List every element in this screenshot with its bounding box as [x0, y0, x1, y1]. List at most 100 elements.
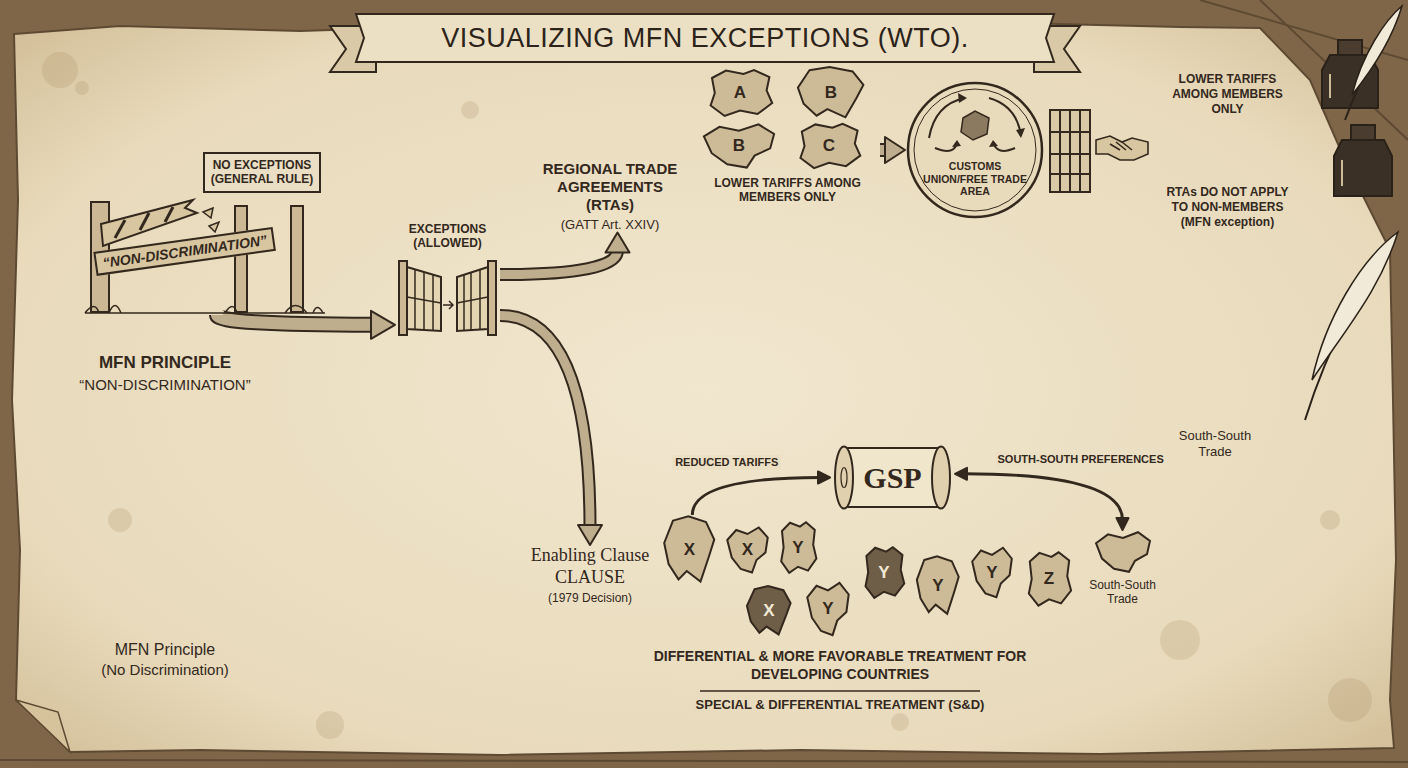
country-outline — [1096, 532, 1150, 572]
arrow-head — [818, 472, 830, 484]
decor-circle — [1320, 510, 1340, 530]
arrow-label: REDUCED TARIFFS — [672, 455, 781, 470]
decor-rect — [291, 206, 303, 312]
decor-path — [1352, 6, 1402, 95]
flow-arrow — [692, 472, 830, 516]
decor-circle — [1328, 678, 1372, 722]
decor-path — [1312, 232, 1398, 380]
decor-path — [929, 98, 965, 138]
decor-rect — [1050, 110, 1090, 192]
country-outline — [727, 528, 768, 573]
decor-g — [1050, 110, 1090, 192]
flow-arrow — [500, 315, 602, 545]
country-letter: Y — [878, 563, 889, 583]
decor-path — [443, 301, 453, 309]
scroll-text: GSP — [863, 461, 921, 495]
country-map: Y — [915, 555, 961, 617]
country-map: Y — [862, 545, 906, 600]
section-subcaption: SPECIAL & DIFFERENTIAL TREATMENT (S&D) — [640, 697, 1040, 713]
decor-line — [115, 220, 125, 238]
country-outline — [664, 516, 714, 581]
arrow-body — [500, 251, 618, 275]
decor-line — [1069, 110, 1071, 192]
country-map: A — [705, 68, 775, 118]
country-letter: Y — [822, 599, 833, 619]
rta-heading: REGIONAL TRADE AGREEMENTS (RTAs) (GATT Ar… — [535, 160, 685, 233]
heading-text: Enabling Clause CLAUSE — [520, 545, 660, 588]
country-letter: X — [684, 540, 695, 560]
section-caption: DIFFERENTIAL & MORE FAVORABLE TREATMENT … — [640, 648, 1040, 683]
decor-path — [1016, 128, 1025, 138]
map-caption: South-South Trade — [1080, 578, 1165, 607]
decor-path — [457, 267, 488, 331]
decor-g — [115, 207, 173, 238]
enabling-heading: Enabling Clause CLAUSE (1979 Decision) — [520, 545, 660, 606]
decor-line — [457, 297, 488, 303]
country-map: X — [725, 525, 770, 575]
principle-title: MFN PRINCIPLE — [70, 352, 260, 373]
country-letter: A — [734, 83, 746, 103]
decor-path — [1334, 140, 1392, 196]
flow-arrow — [955, 468, 1129, 530]
country-letter: Z — [1044, 569, 1054, 589]
subheading-text: (GATT Art. XXIV) — [535, 217, 685, 233]
decor-circle — [1160, 620, 1200, 660]
decor-g — [952, 93, 1025, 147]
rule-fence: NO EXCEPTIONS (GENERAL RULE)“NON-DISCRIM… — [85, 150, 325, 315]
decor-line — [1059, 110, 1061, 192]
country-outline — [1029, 552, 1071, 605]
footer-subtitle: (No Discrimination) — [70, 661, 260, 680]
country-letter: Y — [792, 538, 803, 558]
heading-text: REGIONAL TRADE AGREEMENTS (RTAs) — [535, 160, 685, 214]
subheading-text: (1979 Decision) — [520, 591, 660, 605]
principle-subtitle: “NON-DISCRIMINATION” — [70, 376, 260, 395]
circle-caption: CUSTOMS UNION/FREE TRADE AREA — [919, 160, 1031, 198]
decor-line — [1050, 153, 1090, 155]
country-map: Y — [970, 545, 1014, 600]
decor-line — [414, 270, 416, 329]
arrow-label: SOUTH-SOUTH PREFERENCES — [995, 452, 1167, 467]
sign-board-text: NO EXCEPTIONS (GENERAL RULE) — [203, 152, 321, 193]
flow-arrow — [880, 137, 905, 163]
country-letter: B — [825, 83, 837, 103]
decor-rect — [235, 206, 247, 312]
decor-path — [85, 306, 323, 314]
decor-line — [432, 275, 434, 330]
decor-circle — [108, 508, 132, 532]
decor-path — [12, 22, 1396, 755]
country-letter: X — [763, 601, 774, 621]
decor-path — [952, 140, 961, 147]
decor-circle — [75, 81, 89, 95]
decor-g — [1096, 136, 1148, 160]
decor-line — [0, 760, 1408, 762]
country-outline — [781, 522, 816, 573]
decor-circle — [891, 713, 909, 731]
note-label: LOWER TARIFFS AMONG MEMBERS ONLY — [1160, 72, 1295, 117]
region-label: South-South Trade — [1175, 428, 1255, 461]
arrow-head — [955, 468, 967, 480]
decor-path — [844, 448, 941, 507]
decor-line — [1050, 173, 1090, 175]
decor-line — [1050, 131, 1090, 133]
country-letter: Y — [986, 563, 997, 583]
decor-path — [1110, 142, 1132, 150]
arrow-head — [606, 233, 630, 253]
decor-path — [203, 208, 219, 232]
country-outline — [704, 124, 774, 167]
arrow-head — [371, 311, 395, 339]
decor-g — [1330, 74, 1342, 186]
decor-rect — [1351, 125, 1375, 140]
country-letter: X — [742, 540, 753, 560]
arrow-outline — [500, 315, 590, 527]
arrow-head — [885, 137, 905, 163]
decor-line — [85, 312, 325, 314]
country-map: Y — [805, 580, 851, 638]
country-outline — [807, 583, 848, 635]
decor-path — [958, 93, 967, 103]
decor-circle — [461, 101, 479, 119]
decor-line — [1079, 110, 1081, 192]
footer-title: MFN Principle — [70, 640, 260, 660]
decor-ellipse — [835, 447, 853, 509]
decor-rect — [399, 261, 407, 335]
union-circle: CUSTOMS UNION/FREE TRADE AREA — [905, 80, 1045, 220]
